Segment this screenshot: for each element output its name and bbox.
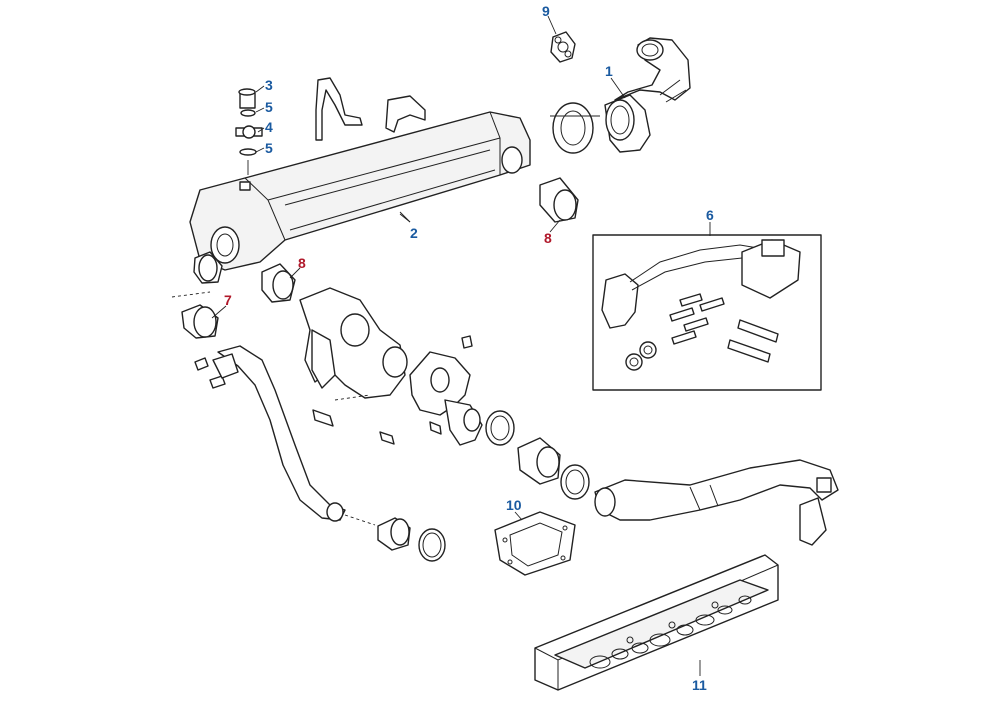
pins-set [669, 293, 779, 363]
part-2-egr-cooler-body [189, 111, 531, 271]
callout-1: 1 [605, 63, 613, 79]
part-1-elbow-pipe [604, 37, 691, 153]
callout-8b: 8 [544, 230, 552, 246]
part-6-sensor-harness-kit [592, 234, 822, 391]
part-7-sleeve [171, 291, 219, 339]
callout-5b: 5 [265, 140, 273, 156]
lower-right-egr-pipe [594, 459, 839, 546]
lower-left-egr-pipe [212, 345, 376, 526]
lower-sleeve-and-clamp [377, 517, 446, 562]
sleeve-near-cooler-outlet [193, 251, 223, 284]
callout-10: 10 [506, 497, 522, 513]
callout-leaders [211, 15, 711, 676]
pipe-flange-ring [550, 102, 600, 154]
part-10-gasket [494, 511, 576, 576]
bolt-and-washer-stack [235, 88, 263, 175]
callout-9: 9 [542, 3, 550, 19]
callout-5a: 5 [265, 99, 273, 115]
part-8-sleeve-upper [539, 177, 579, 223]
part-8-sleeve-lower [261, 263, 296, 303]
outlet-housing [409, 351, 483, 446]
central-mounting-housing [299, 287, 408, 401]
callout-3: 3 [265, 77, 273, 93]
callout-11: 11 [692, 677, 707, 693]
part-11-gasket-kit-box [534, 554, 779, 691]
middle-clamps-and-sleeve [485, 410, 590, 500]
mounting-brackets [315, 77, 426, 141]
callout-6: 6 [706, 207, 714, 223]
nuts-set [625, 341, 657, 371]
bolts-small [194, 335, 473, 445]
part-9-flange-gasket [550, 31, 576, 63]
callout-8a: 8 [298, 255, 306, 271]
callout-7: 7 [224, 292, 232, 308]
callout-labels: 1 2 3 4 5 5 6 7 8 8 9 10 11 [224, 3, 714, 693]
callout-2: 2 [410, 225, 418, 241]
callout-4: 4 [265, 119, 273, 135]
gasket-kit-contents [589, 595, 752, 669]
